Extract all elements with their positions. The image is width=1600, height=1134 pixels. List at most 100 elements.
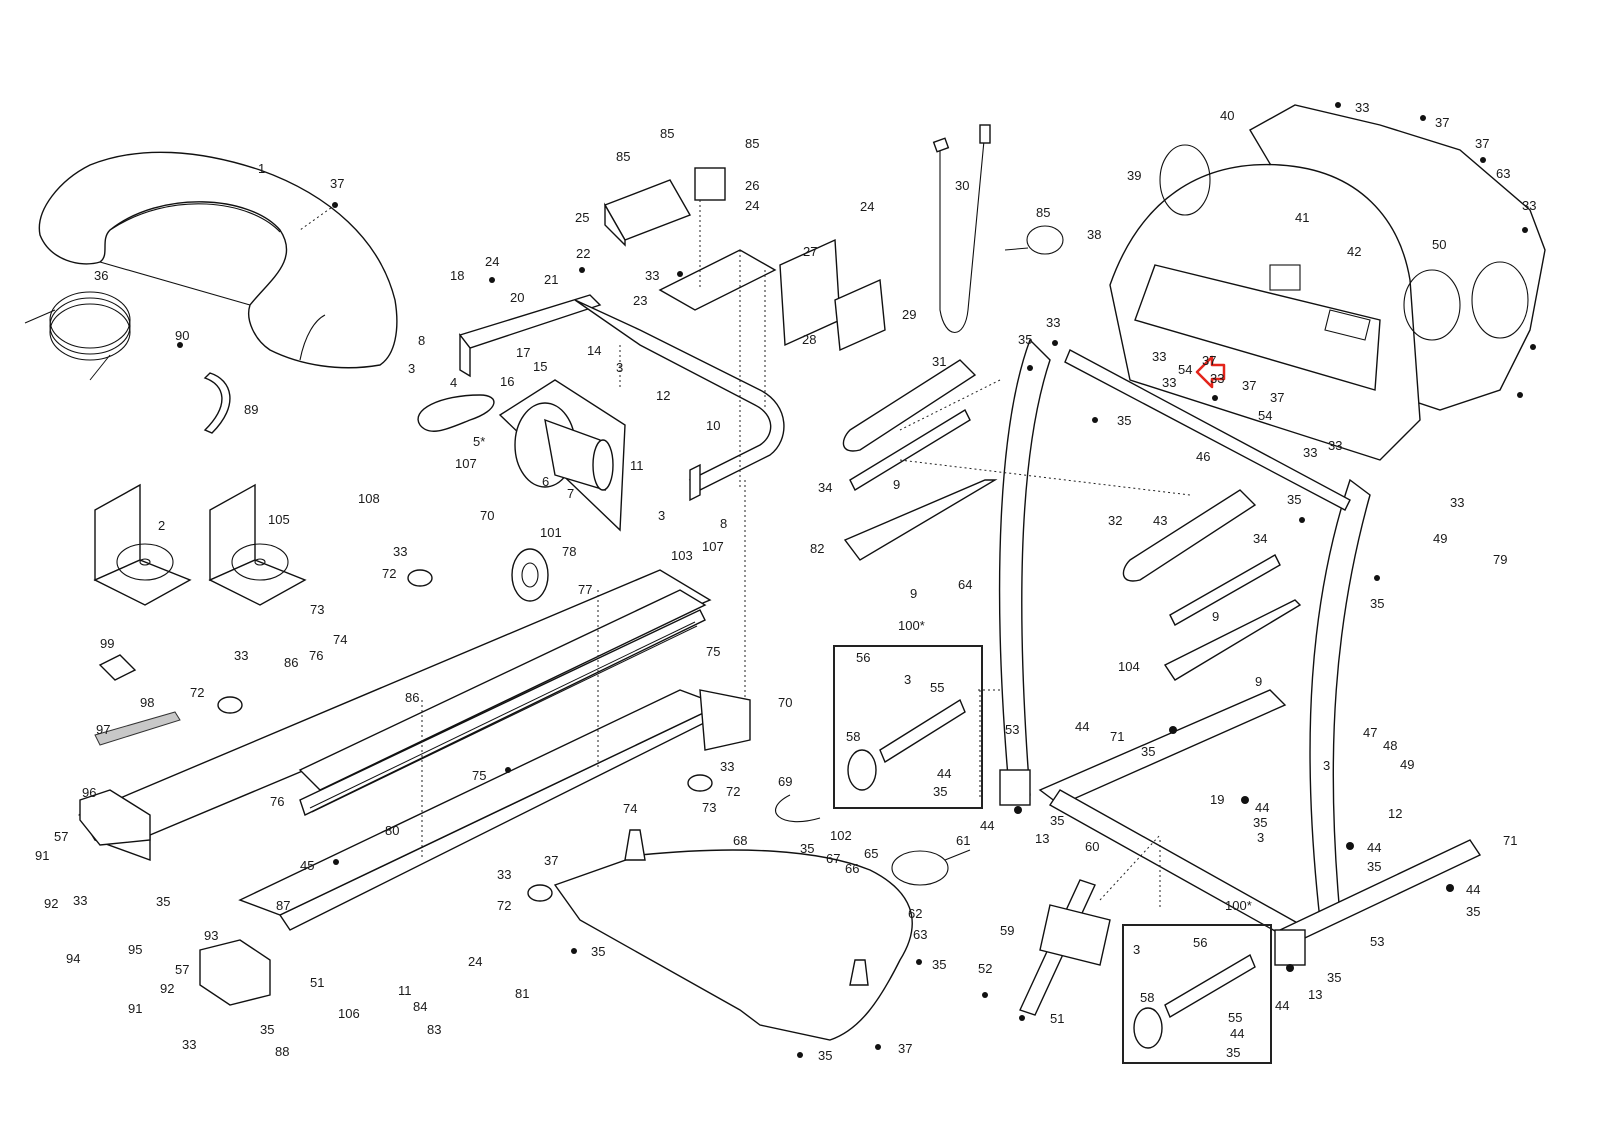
callout-35: 35	[1018, 332, 1032, 347]
callout-93: 93	[204, 928, 218, 943]
callout-12: 12	[656, 388, 670, 403]
callout-63: 63	[913, 927, 927, 942]
callout-67: 67	[826, 851, 840, 866]
callout-78: 78	[562, 544, 576, 559]
callout-13: 13	[1308, 987, 1322, 1002]
callout-11: 11	[398, 983, 412, 998]
callout-72: 72	[497, 898, 511, 913]
callout-52: 52	[978, 961, 992, 976]
callout-37: 37	[544, 853, 558, 868]
callout-33: 33	[720, 759, 734, 774]
wire-85	[1004, 225, 1064, 255]
callout-3: 3	[904, 672, 911, 687]
wheel-assembly-right	[1133, 953, 1256, 1049]
callout-33: 33	[182, 1037, 196, 1052]
callout-37: 37	[1475, 136, 1489, 151]
cable-coil	[24, 291, 131, 381]
callout-30: 30	[955, 178, 969, 193]
callout-35: 35	[1050, 813, 1064, 828]
callout-33: 33	[1450, 495, 1464, 510]
callout-35: 35	[1370, 596, 1384, 611]
callout-37: 37	[1242, 378, 1256, 393]
callout-90: 90	[175, 328, 189, 343]
callout-95: 95	[128, 942, 142, 957]
callout-33: 33	[497, 867, 511, 882]
callout-57: 57	[54, 829, 68, 844]
callout-19: 19	[1210, 792, 1224, 807]
mounting-bracket-99	[98, 654, 137, 681]
callout-21: 21	[544, 272, 558, 287]
callout-49: 49	[1433, 531, 1447, 546]
callout-8: 8	[418, 333, 425, 348]
callout-35: 35	[1327, 970, 1341, 985]
callout-2: 2	[158, 518, 165, 533]
callout-27: 27	[803, 244, 817, 259]
callout-34: 34	[818, 480, 832, 495]
callout-4: 4	[450, 375, 457, 390]
callout-79: 79	[1493, 552, 1507, 567]
callout-44: 44	[1230, 1026, 1244, 1041]
callout-37: 37	[1270, 390, 1284, 405]
callout-39: 39	[1127, 168, 1141, 183]
callout-92: 92	[160, 981, 174, 996]
callout-44: 44	[1255, 800, 1269, 815]
controller-25	[603, 179, 692, 247]
callout-33: 33	[1328, 438, 1342, 453]
callout-26: 26	[745, 178, 759, 193]
callout-106: 106	[338, 1006, 360, 1021]
callout-35: 35	[1226, 1045, 1240, 1060]
callout-53: 53	[1370, 934, 1384, 949]
callout-37: 37	[1202, 353, 1216, 368]
callout-61: 61	[956, 833, 970, 848]
callout-24: 24	[860, 199, 874, 214]
callout-101: 101	[540, 525, 562, 540]
callout-63: 63	[1496, 166, 1510, 181]
callout-22: 22	[576, 246, 590, 261]
cd-case-105	[208, 483, 307, 606]
wheel-assembly-left	[847, 698, 966, 791]
callout-14: 14	[587, 343, 601, 358]
callout-45: 45	[300, 858, 314, 873]
callout-85: 85	[660, 126, 674, 141]
callout-35: 35	[1141, 744, 1155, 759]
drive-belt-4	[417, 394, 495, 432]
callout-98: 98	[140, 695, 154, 710]
callout-13: 13	[1035, 831, 1049, 846]
callout-72: 72	[382, 566, 396, 581]
callout-25: 25	[575, 210, 589, 225]
callout-10: 10	[706, 418, 720, 433]
callout-33: 33	[1162, 375, 1176, 390]
callout-105: 105	[268, 512, 290, 527]
callout-31: 31	[932, 354, 946, 369]
callout-41: 41	[1295, 210, 1309, 225]
callout-1: 1	[258, 161, 265, 176]
callout-35: 35	[591, 944, 605, 959]
callout-70: 70	[778, 695, 792, 710]
callout-100: 100*	[898, 618, 925, 633]
callout-35: 35	[818, 1048, 832, 1063]
callout-94: 94	[66, 951, 80, 966]
callout-53: 53	[1005, 722, 1019, 737]
callout-86: 86	[284, 655, 298, 670]
callout-58: 58	[846, 729, 860, 744]
callout-35: 35	[260, 1022, 274, 1037]
callout-44: 44	[980, 818, 994, 833]
callout-7: 7	[567, 486, 574, 501]
callout-32: 32	[1108, 513, 1122, 528]
callout-23: 23	[633, 293, 647, 308]
shield-27-29	[779, 238, 886, 352]
callout-11: 11	[630, 458, 644, 473]
callout-3: 3	[658, 508, 665, 523]
callout-35: 35	[1253, 815, 1267, 830]
callout-3: 3	[616, 360, 623, 375]
assembly-dash-lines	[299, 200, 1191, 910]
callout-81: 81	[515, 986, 529, 1001]
callout-92: 92	[44, 896, 58, 911]
base-pan-68	[553, 829, 913, 1041]
callout-51: 51	[1050, 1011, 1064, 1026]
callout-66: 66	[845, 861, 859, 876]
callout-73: 73	[310, 602, 324, 617]
callout-47: 47	[1363, 725, 1377, 740]
wire-69	[775, 794, 821, 823]
